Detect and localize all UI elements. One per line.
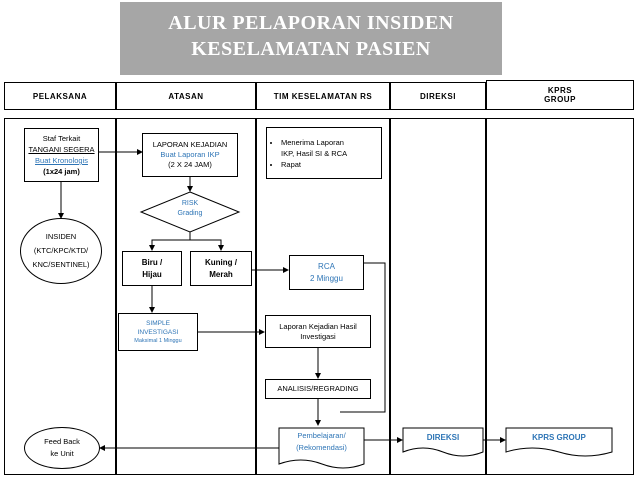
lane-header-kprs: KPRS GROUP — [486, 80, 634, 110]
laporan-line3: (2 X 24 JAM) — [168, 160, 212, 169]
risk-grading-diamond — [139, 191, 241, 233]
risk-line2: Grading — [177, 210, 203, 217]
lane-header-atasan: ATASAN — [116, 82, 256, 110]
pembelajaran-doc-shape — [278, 427, 365, 469]
lane-atasan — [116, 118, 256, 475]
pembelajaran-line1: Pembelajaran/ — [297, 431, 346, 440]
title-line-2: KESELAMATAN PASIEN — [191, 38, 431, 60]
risk-grading-label: RISK Grading — [160, 199, 220, 219]
rca-line1: RCA — [318, 261, 335, 271]
biru-hijau-box: Biru / Hijau — [122, 251, 182, 286]
laporan-kejadian-box: LAPORAN KEJADIAN Buat Laporan IKP (2 X 2… — [142, 133, 238, 177]
simple-line3: Maksimal 1 Minggu — [134, 337, 182, 344]
arrow-risk-to-kuning — [190, 239, 224, 251]
insiden-line3: KNC/SENTINEL) — [32, 260, 90, 269]
lane-header-kprs-line2: GROUP — [544, 95, 576, 104]
kprs-doc-label: KPRS GROUP — [532, 433, 586, 442]
menerima-item-2: Rapat — [281, 159, 347, 170]
feedback-line2: ke Unit — [50, 449, 74, 458]
insiden-line2: (KTC/KPC/KTD/ — [33, 246, 89, 255]
lane-header-tim: TIM KESELAMATAN RS — [256, 82, 390, 110]
laporan-hasil-box: Laporan Kejadian Hasil Investigasi — [265, 315, 371, 348]
lane-header-kprs-line1: KPRS — [547, 86, 573, 95]
lane-kprs — [486, 118, 634, 475]
lane-header-direksi: DIREKSI — [390, 82, 486, 110]
simple-line1: SIMPLE — [146, 319, 170, 327]
laporan-line2: Buat Laporan IKP — [160, 150, 220, 159]
feedback-line1: Feed Back — [44, 437, 80, 446]
kprs-doc-shape — [505, 427, 613, 457]
title-line-1: ALUR PELAPORAN INSIDEN — [168, 12, 454, 34]
rca-line2: 2 Minggu — [310, 273, 343, 283]
insiden-circle: INSIDEN (KTC/KPC/KTD/ KNC/SENTINEL) — [20, 218, 102, 284]
biru-line2: Hijau — [142, 269, 162, 279]
kuning-line1: Kuning / — [205, 257, 237, 267]
lane-direksi — [390, 118, 486, 475]
laporan-hasil-line2: Investigasi — [300, 331, 336, 341]
lane-header-pelaksana: PELAKSANA — [4, 82, 116, 110]
simple-investigasi-box: SIMPLE INVESTIGASI Maksimal 1 Minggu — [118, 313, 198, 351]
laporan-line1: LAPORAN KEJADIAN — [152, 140, 228, 149]
risk-line1: RISK — [181, 200, 199, 207]
biru-line1: Biru / — [141, 257, 163, 267]
direksi-doc-label: DIREKSI — [426, 433, 460, 442]
arrow-risk-to-biru — [149, 232, 191, 251]
staf-line1: Staf Terkait — [42, 134, 81, 143]
pembelajaran-text: Pembelajaran/ (Rekomendasi) — [279, 430, 364, 454]
staf-line4: (1x24 jam) — [43, 167, 80, 176]
diagram-title: ALUR PELAPORAN INSIDEN KESELAMATAN PASIE… — [120, 2, 502, 75]
direksi-doc-shape — [402, 427, 484, 457]
staf-line3: Buat Kronologis — [35, 156, 88, 165]
staf-line2: TANGANI SEGERA — [28, 145, 95, 154]
kuning-line2: Merah — [209, 269, 233, 279]
kuning-merah-box: Kuning / Merah — [190, 251, 252, 286]
rca-box: RCA 2 Minggu — [289, 255, 364, 290]
pembelajaran-line2: (Rekomendasi) — [296, 443, 347, 452]
analisis-line1: ANALISIS/REGRADING — [277, 384, 359, 393]
menerima-item-1a: Menerima Laporan — [281, 137, 344, 147]
insiden-line1: INSIDEN — [45, 232, 77, 241]
lane-pelaksana — [4, 118, 116, 475]
laporan-hasil-line1: Laporan Kejadian Hasil — [279, 321, 357, 331]
simple-line2: INVESTIGASI — [137, 328, 179, 336]
lane-tim — [256, 118, 390, 475]
analisis-regrading-box: ANALISIS/REGRADING — [265, 379, 371, 399]
staf-terkait-box: Staf Terkait TANGANI SEGERA Buat Kronolo… — [24, 128, 99, 182]
menerima-item-1b: IKP, Hasil SI & RCA — [281, 148, 348, 158]
feedback-oval: Feed Back ke Unit — [24, 427, 100, 469]
arrow-rca-to-laporan-hasil — [340, 262, 386, 413]
